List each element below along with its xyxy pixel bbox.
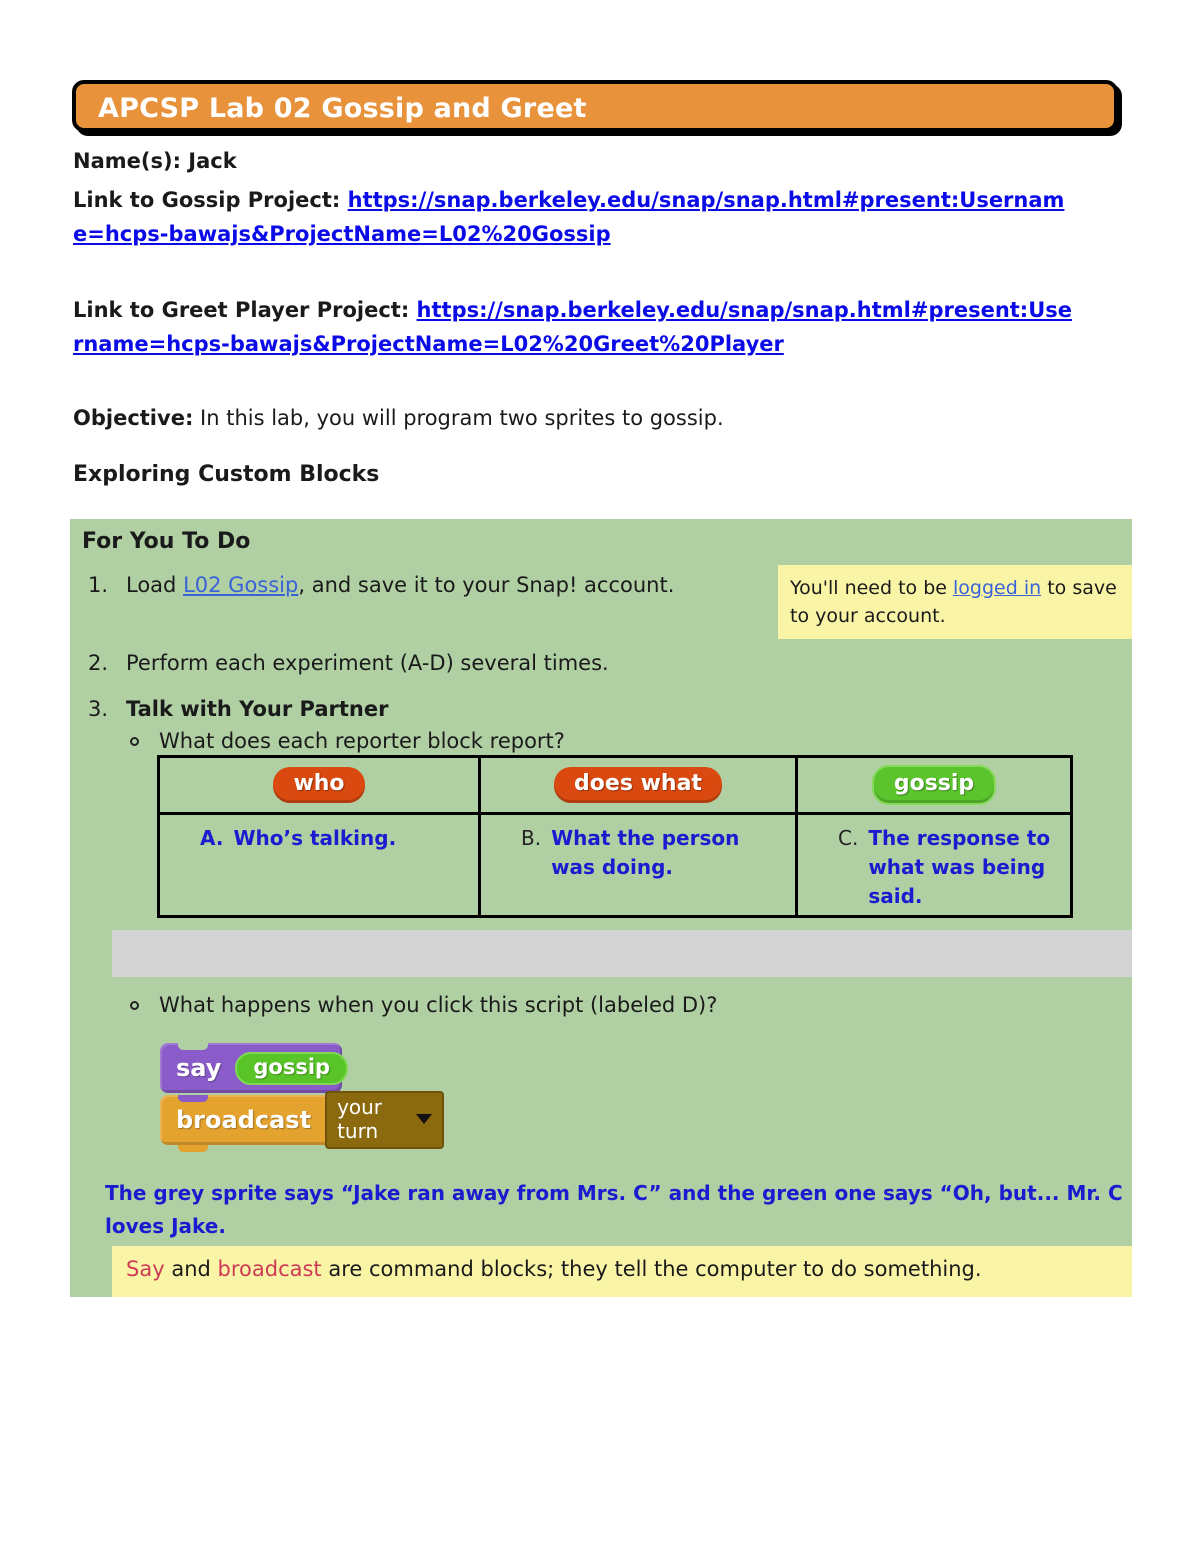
- note-text: and: [171, 1257, 211, 1281]
- greet-project-link[interactable]: https://snap.berkeley.edu/snap/snap.html…: [73, 298, 1072, 356]
- question-reporter-blocks: What does each reporter block report?: [130, 729, 565, 753]
- table-answer-cell: A. Who’s talking.: [160, 815, 481, 915]
- logged-in-note: You'll need to be logged in to save to y…: [778, 565, 1132, 639]
- for-you-to-do-box: For You To Do You'll need to be logged i…: [70, 519, 1132, 1297]
- table-answer-cell: B. What the person was doing.: [481, 815, 798, 915]
- greet-project-paragraph: Link to Greet Player Project: https://sn…: [73, 293, 1075, 361]
- note-text: are command blocks; they tell the comput…: [328, 1257, 982, 1281]
- objective-label: Objective:: [73, 406, 194, 430]
- question-script: What happens when you click this script …: [130, 993, 717, 1017]
- dropdown-arrow-icon: [416, 1114, 432, 1124]
- table-answer-cell: C. The response to what was being said.: [798, 815, 1070, 915]
- list-number: 1.: [88, 573, 109, 597]
- for-you-to-do-title: For You To Do: [82, 529, 251, 554]
- command-blocks-note: Say and broadcast are command blocks; th…: [112, 1246, 1132, 1297]
- question-text: What does each reporter block report?: [159, 729, 565, 753]
- say-command-block[interactable]: say gossip: [160, 1043, 349, 1093]
- broadcast-dropdown[interactable]: your turn: [325, 1091, 444, 1149]
- table-header-cell: does what: [481, 758, 798, 815]
- gossip-project-paragraph: Link to Gossip Project: https://snap.ber…: [73, 183, 1075, 251]
- does-what-reporter-block: does what: [554, 767, 722, 803]
- bullet-icon: [130, 1001, 139, 1010]
- answer-marker: C.: [838, 826, 859, 850]
- section-heading: Exploring Custom Blocks: [73, 462, 380, 487]
- list-item-1: 1. Load L02 Gossip, and save it to your …: [88, 573, 674, 597]
- broadcast-command-block[interactable]: broadcast your turn: [160, 1091, 444, 1152]
- broadcast-keyword: broadcast: [217, 1257, 322, 1281]
- list-item-text: Load L02 Gossip, and save it to your Sna…: [126, 573, 675, 597]
- answer-marker: A.: [200, 826, 224, 850]
- greet-project-label: Link to Greet Player Project:: [73, 298, 410, 322]
- say-keyword: Say: [126, 1257, 165, 1281]
- list-item-text: Talk with Your Partner: [126, 697, 389, 721]
- list-number: 2.: [88, 651, 109, 675]
- answer-text: The response to what was being said.: [868, 826, 1051, 908]
- answer-text: Who’s talking.: [233, 826, 397, 850]
- list-item-text: Perform each experiment (A-D) several ti…: [126, 651, 609, 675]
- table-header-cell: gossip: [798, 758, 1070, 815]
- gossip-reporter-block: gossip: [871, 765, 997, 805]
- objective-text: In this lab, you will program two sprite…: [200, 406, 724, 430]
- gossip-project-label: Link to Gossip Project:: [73, 188, 341, 212]
- answer-text: What the person was doing.: [551, 826, 740, 879]
- list-item-2: 2. Perform each experiment (A-D) several…: [88, 651, 609, 675]
- note-text: to save to your account.: [790, 577, 1117, 627]
- question-text: What happens when you click this script …: [159, 993, 718, 1017]
- note-text: You'll need to be: [790, 577, 947, 599]
- list-number: 3.: [88, 697, 109, 721]
- page-title: APCSP Lab 02 Gossip and Greet: [98, 93, 587, 124]
- title-banner: APCSP Lab 02 Gossip and Greet: [72, 80, 1118, 132]
- gossip-project-link[interactable]: https://snap.berkeley.edu/snap/snap.html…: [73, 188, 1065, 246]
- objective-line: Objective: In this lab, you will program…: [73, 406, 724, 430]
- reporter-blocks-table: who does what gossip A. Who’s talking. B…: [157, 755, 1073, 918]
- l02-gossip-link[interactable]: L02 Gossip: [183, 573, 299, 597]
- who-reporter-block: who: [273, 767, 365, 803]
- grey-divider-bar: [112, 930, 1132, 977]
- gossip-argument-block[interactable]: gossip: [235, 1051, 349, 1085]
- answer-marker: B.: [521, 826, 542, 850]
- names-line: Name(s): Jack: [73, 149, 237, 173]
- broadcast-dropdown-value: your turn: [337, 1095, 383, 1143]
- broadcast-block-label: broadcast: [176, 1106, 312, 1134]
- logged-in-link[interactable]: logged in: [953, 577, 1042, 599]
- say-block-label: say: [176, 1054, 222, 1082]
- bullet-icon: [130, 737, 139, 746]
- result-answer-text: The grey sprite says “Jake ran away from…: [105, 1181, 1123, 1238]
- list-item-3: 3. Talk with Your Partner: [88, 697, 388, 721]
- table-header-cell: who: [160, 758, 481, 815]
